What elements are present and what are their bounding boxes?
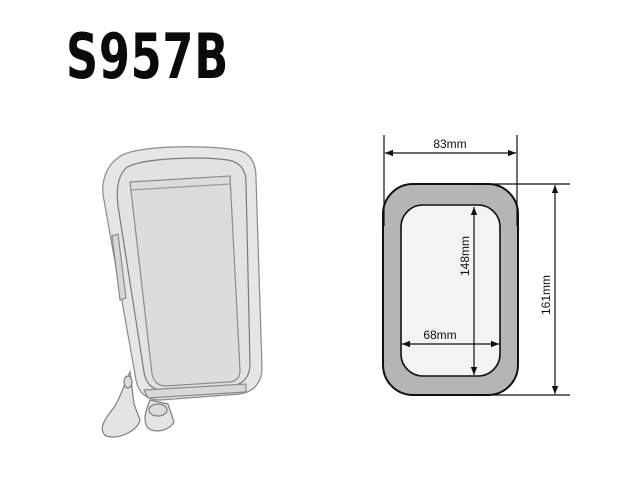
model-title: S957B (66, 20, 229, 93)
dimension-drawing: 83mm 68mm 148mm 161mm (382, 135, 570, 396)
outer-width-label: 83mm (433, 137, 466, 151)
outer-height-label: 161mm (539, 275, 553, 315)
inner-window (400, 204, 501, 377)
inner-width-label: 68mm (423, 328, 456, 342)
phone-holder-pouch-icon (101, 146, 263, 438)
inner-height-label: 148mm (458, 236, 472, 276)
